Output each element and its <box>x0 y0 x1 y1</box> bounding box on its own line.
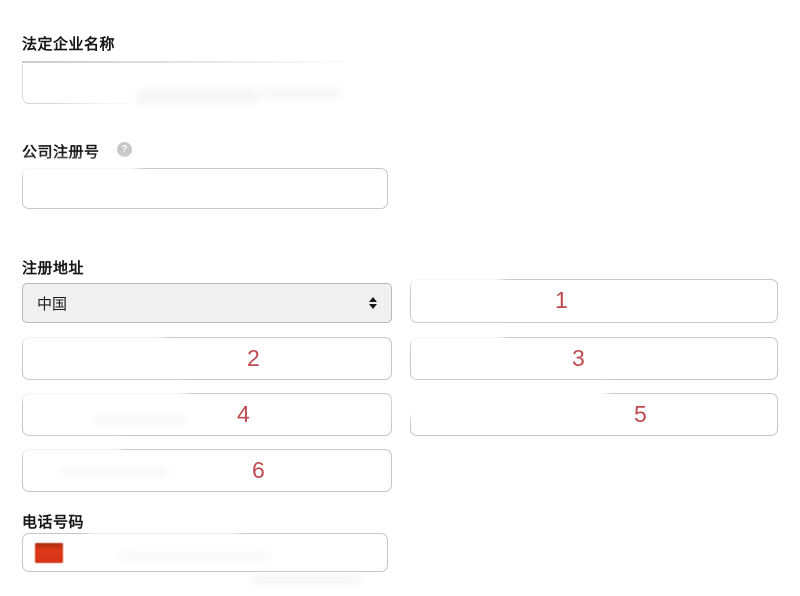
address-field-5: 5 <box>410 393 778 436</box>
address-input-4[interactable] <box>22 393 392 436</box>
address-field-6: 6 <box>22 449 392 492</box>
country-select-value: 中国 <box>37 295 68 313</box>
registration-number-label: 公司注册号 <box>22 144 100 161</box>
legal-name-underline <box>22 61 365 63</box>
country-select[interactable]: 中国 <box>22 283 392 323</box>
address-input-3[interactable] <box>410 337 778 380</box>
legal-name-input[interactable] <box>22 64 362 104</box>
redacted-text-smudge <box>250 576 360 584</box>
phone-label: 电话号码 <box>22 514 85 531</box>
phone-input[interactable] <box>22 533 388 572</box>
address-input-2[interactable] <box>22 337 392 380</box>
registered-address-label: 注册地址 <box>22 260 85 277</box>
address-input-5[interactable] <box>410 393 778 436</box>
legal-name-label: 法定企业名称 <box>22 36 116 53</box>
select-updown-icon <box>369 297 377 309</box>
address-field-1: 1 <box>410 279 778 323</box>
address-field-4: 4 <box>22 393 392 436</box>
address-input-6[interactable] <box>22 449 392 492</box>
help-icon[interactable]: ? <box>117 142 132 157</box>
address-field-2: 2 <box>22 337 392 380</box>
address-field-3: 3 <box>410 337 778 380</box>
triangle-down-icon <box>369 304 377 309</box>
registration-number-field <box>22 168 388 209</box>
phone-field <box>22 533 388 572</box>
address-input-1[interactable] <box>410 279 778 323</box>
triangle-up-icon <box>369 297 377 302</box>
registration-number-input[interactable] <box>22 168 388 209</box>
